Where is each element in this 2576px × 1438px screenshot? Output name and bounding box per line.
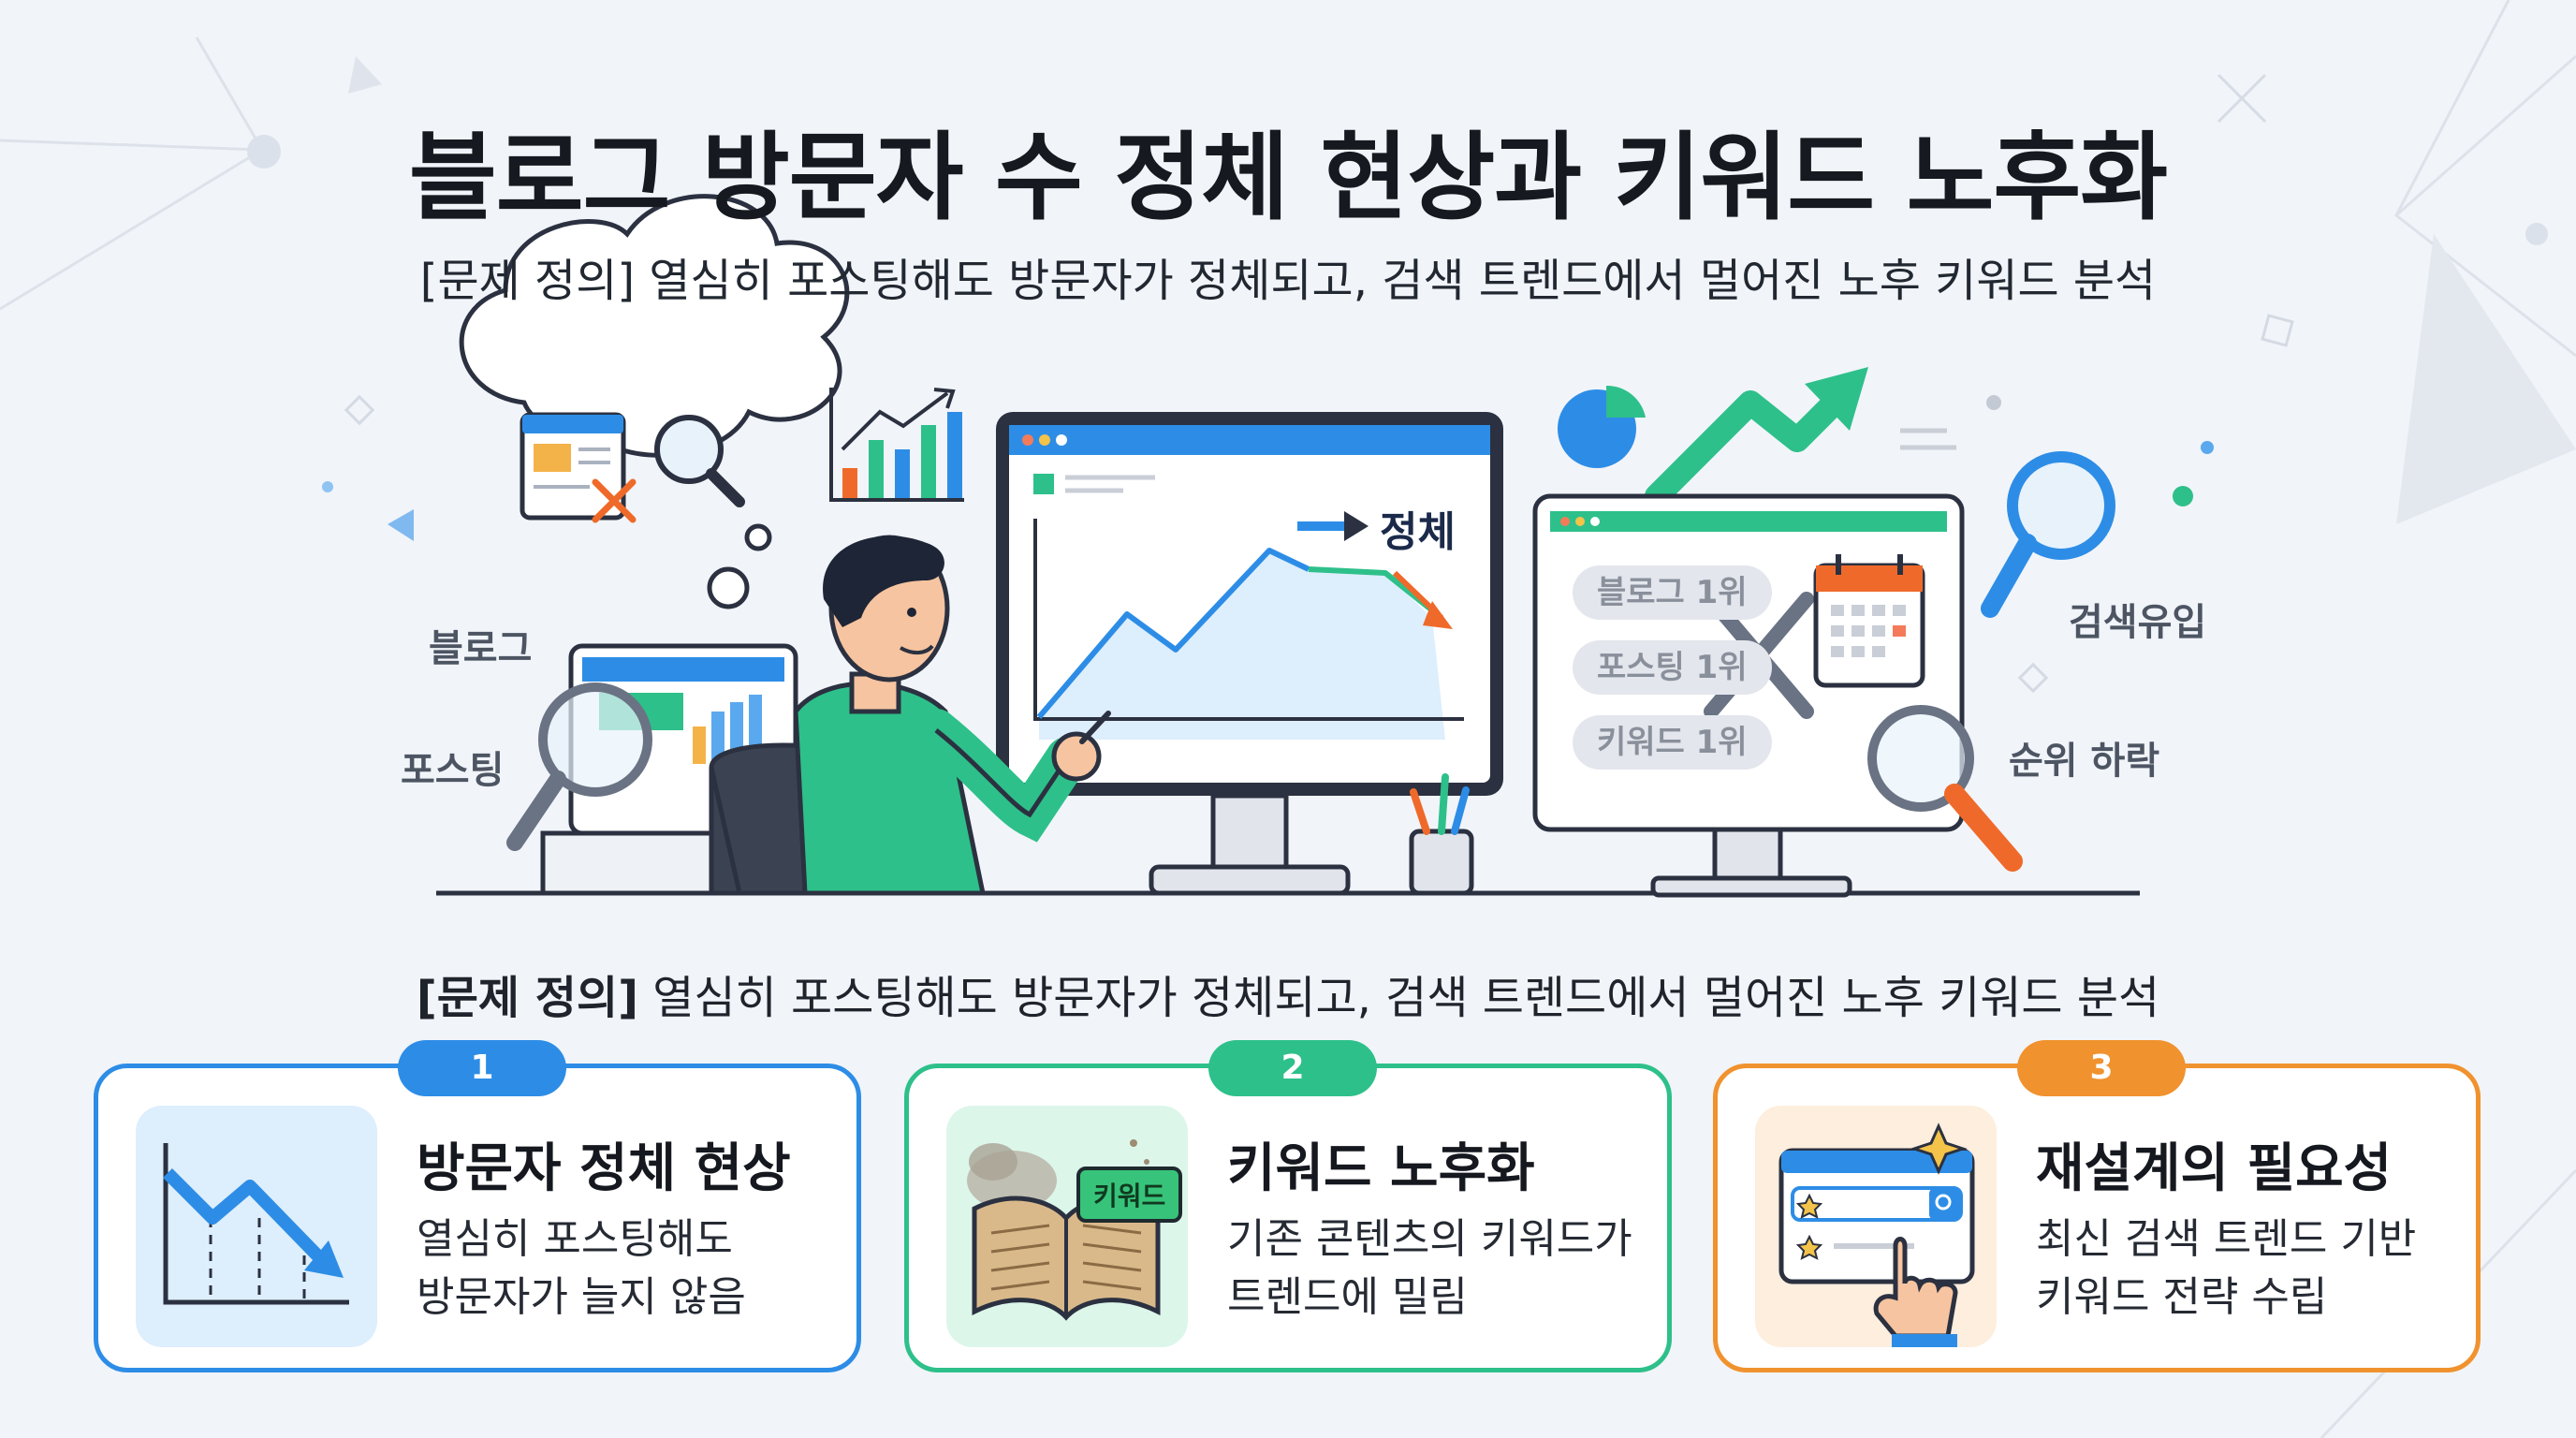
- label-blog: 블로그: [429, 627, 533, 670]
- card-visitor-stagnation: 1 방문자 정체 현상 열심히 포스팅해도 방문자가 늘지 않음: [94, 1040, 861, 1372]
- pencil-cup: [1409, 773, 1474, 896]
- label-search-inflow: 검색유입: [2069, 601, 2207, 644]
- card-number-badge: 3: [2017, 1040, 2186, 1096]
- card-description-line: 방문자가 늘지 않음: [417, 1273, 746, 1321]
- keyword-tag: 키워드: [1076, 1167, 1183, 1223]
- main-monitor: [996, 412, 1503, 896]
- label-posting: 포스팅: [401, 749, 505, 792]
- card-title: 방문자 정체 현상: [417, 1138, 791, 1199]
- problem-definition-tag: [문제 정의]: [416, 972, 639, 1024]
- card-number-badge: 1: [398, 1040, 566, 1096]
- card-description: 최신 검색 트렌드 기반 키워드 전략 수립: [2036, 1211, 2416, 1327]
- pie-chart-icon: [1558, 385, 1646, 468]
- problem-definition: [문제 정의] 열심히 포스팅해도 방문자가 정체되고, 검색 트렌드에서 멀어…: [0, 961, 2576, 1026]
- label-rank-drop: 순위 하락: [2009, 740, 2160, 783]
- card-description-line: 열심히 포스팅해도: [417, 1215, 733, 1263]
- page-title: 블로그 방문자 수 정체 현상과 키워드 노후화: [408, 123, 2168, 234]
- card-title: 재설계의 필요성: [2036, 1138, 2393, 1199]
- card-description-line: 최신 검색 트렌드 기반: [2036, 1215, 2417, 1263]
- search-click-icon: [1755, 1106, 1997, 1347]
- rank-chip: 포스팅 1위: [1573, 640, 1772, 695]
- thought-magnifier-icon: [654, 415, 745, 507]
- card-title: 키워드 노후화: [1227, 1138, 1535, 1199]
- card-description: 기존 콘텐츠의 키워드가 트렌드에 밀림: [1227, 1211, 1632, 1327]
- card-description-line: 기존 콘텐츠의 키워드가: [1227, 1215, 1632, 1263]
- person-figure: [709, 535, 1111, 896]
- card-redesign-need: 3 재설계의 필요성 최신 검색 트렌드 기반 키워드 전략 수립: [1713, 1040, 2481, 1372]
- right-monitor-magnifier-icon: [1867, 705, 2023, 872]
- card-description: 열심히 포스팅해도 방문자가 늘지 않음: [417, 1211, 746, 1327]
- small-bar-chart-icon: [829, 388, 964, 502]
- card-number-badge: 2: [1208, 1040, 1377, 1096]
- thought-browser-icon: [520, 412, 637, 523]
- stall-label: 정체: [1380, 508, 1456, 556]
- rank-chip: 키워드 1위: [1573, 715, 1772, 770]
- downtrend-chart-icon: [136, 1106, 377, 1347]
- card-keyword-aging: 2 키워드 노후화 기존 콘텐츠의 키워드가 트렌드에 밀림: [904, 1040, 1672, 1372]
- card-description-line: 키워드 전략 수립: [2036, 1273, 2328, 1321]
- calendar-icon: [1813, 554, 1925, 688]
- dusty-book-icon: [946, 1106, 1188, 1347]
- small-monitor-magnifier-icon: [506, 682, 652, 851]
- card-description-line: 트렌드에 밀림: [1227, 1273, 1468, 1321]
- trend-up-arrow-icon: [1645, 367, 1868, 508]
- search-magnifier-icon: [1981, 451, 2115, 618]
- problem-definition-text: 열심히 포스팅해도 방문자가 정체되고, 검색 트렌드에서 멀어진 노후 키워드…: [638, 972, 2160, 1024]
- page-subtitle: [문제 정의] 열심히 포스팅해도 방문자가 정체되고, 검색 트렌드에서 멀어…: [419, 255, 2157, 307]
- rank-chip: 블로그 1위: [1573, 565, 1772, 620]
